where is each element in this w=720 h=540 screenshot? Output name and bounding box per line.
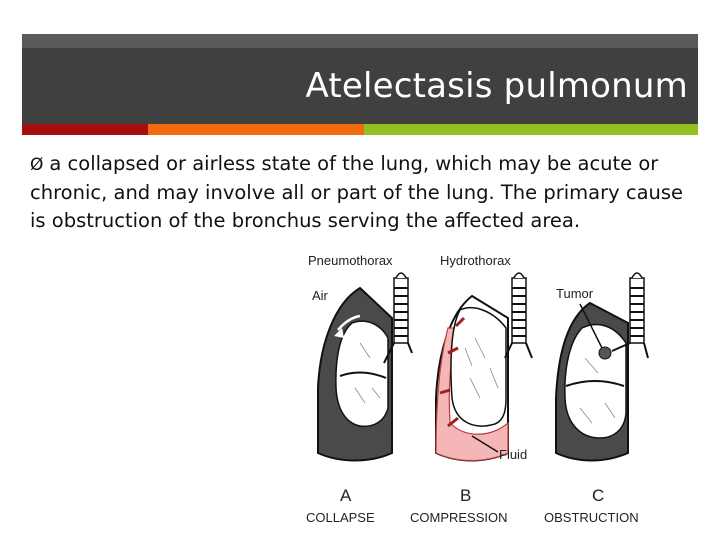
- panel-a-letter: A: [340, 486, 352, 505]
- accent-stripe-red: [22, 124, 148, 135]
- accent-stripe-orange: [148, 124, 364, 135]
- panel-a-air-label: Air: [312, 288, 329, 303]
- tumor-mass-icon: [599, 347, 611, 359]
- panel-b: Hydrothorax Fluid B COMPRESSION: [410, 253, 532, 525]
- panel-a: Pneumothorax Air A COLLAPSE: [306, 253, 412, 525]
- panel-c-caption: OBSTRUCTION: [544, 510, 639, 525]
- trachea-b: [505, 273, 532, 358]
- panel-b-top-label: Hydrothorax: [440, 253, 511, 268]
- panel-b-fluid-label: Fluid: [499, 447, 527, 462]
- atelectasis-figure: Pneumothorax Air A COLLAPSE Hydrothorax: [300, 248, 660, 533]
- accent-stripe-green: [364, 124, 698, 135]
- slide-title: Atelectasis pulmonum: [305, 66, 688, 106]
- panel-c: Tumor C OBSTRUCTION: [544, 273, 648, 525]
- panel-b-caption: COMPRESSION: [410, 510, 508, 525]
- panel-a-top-label: Pneumothorax: [308, 253, 393, 268]
- panel-b-letter: B: [460, 486, 471, 505]
- panel-a-caption: COLLAPSE: [306, 510, 375, 525]
- panel-c-letter: C: [592, 486, 604, 505]
- title-bar: Atelectasis pulmonum: [22, 34, 698, 124]
- definition-text: a collapsed or airless state of the lung…: [30, 152, 683, 232]
- compressed-lung: [451, 308, 506, 426]
- arrow-bullet-icon: Ø: [30, 155, 43, 175]
- panel-c-tumor-label: Tumor: [556, 286, 594, 301]
